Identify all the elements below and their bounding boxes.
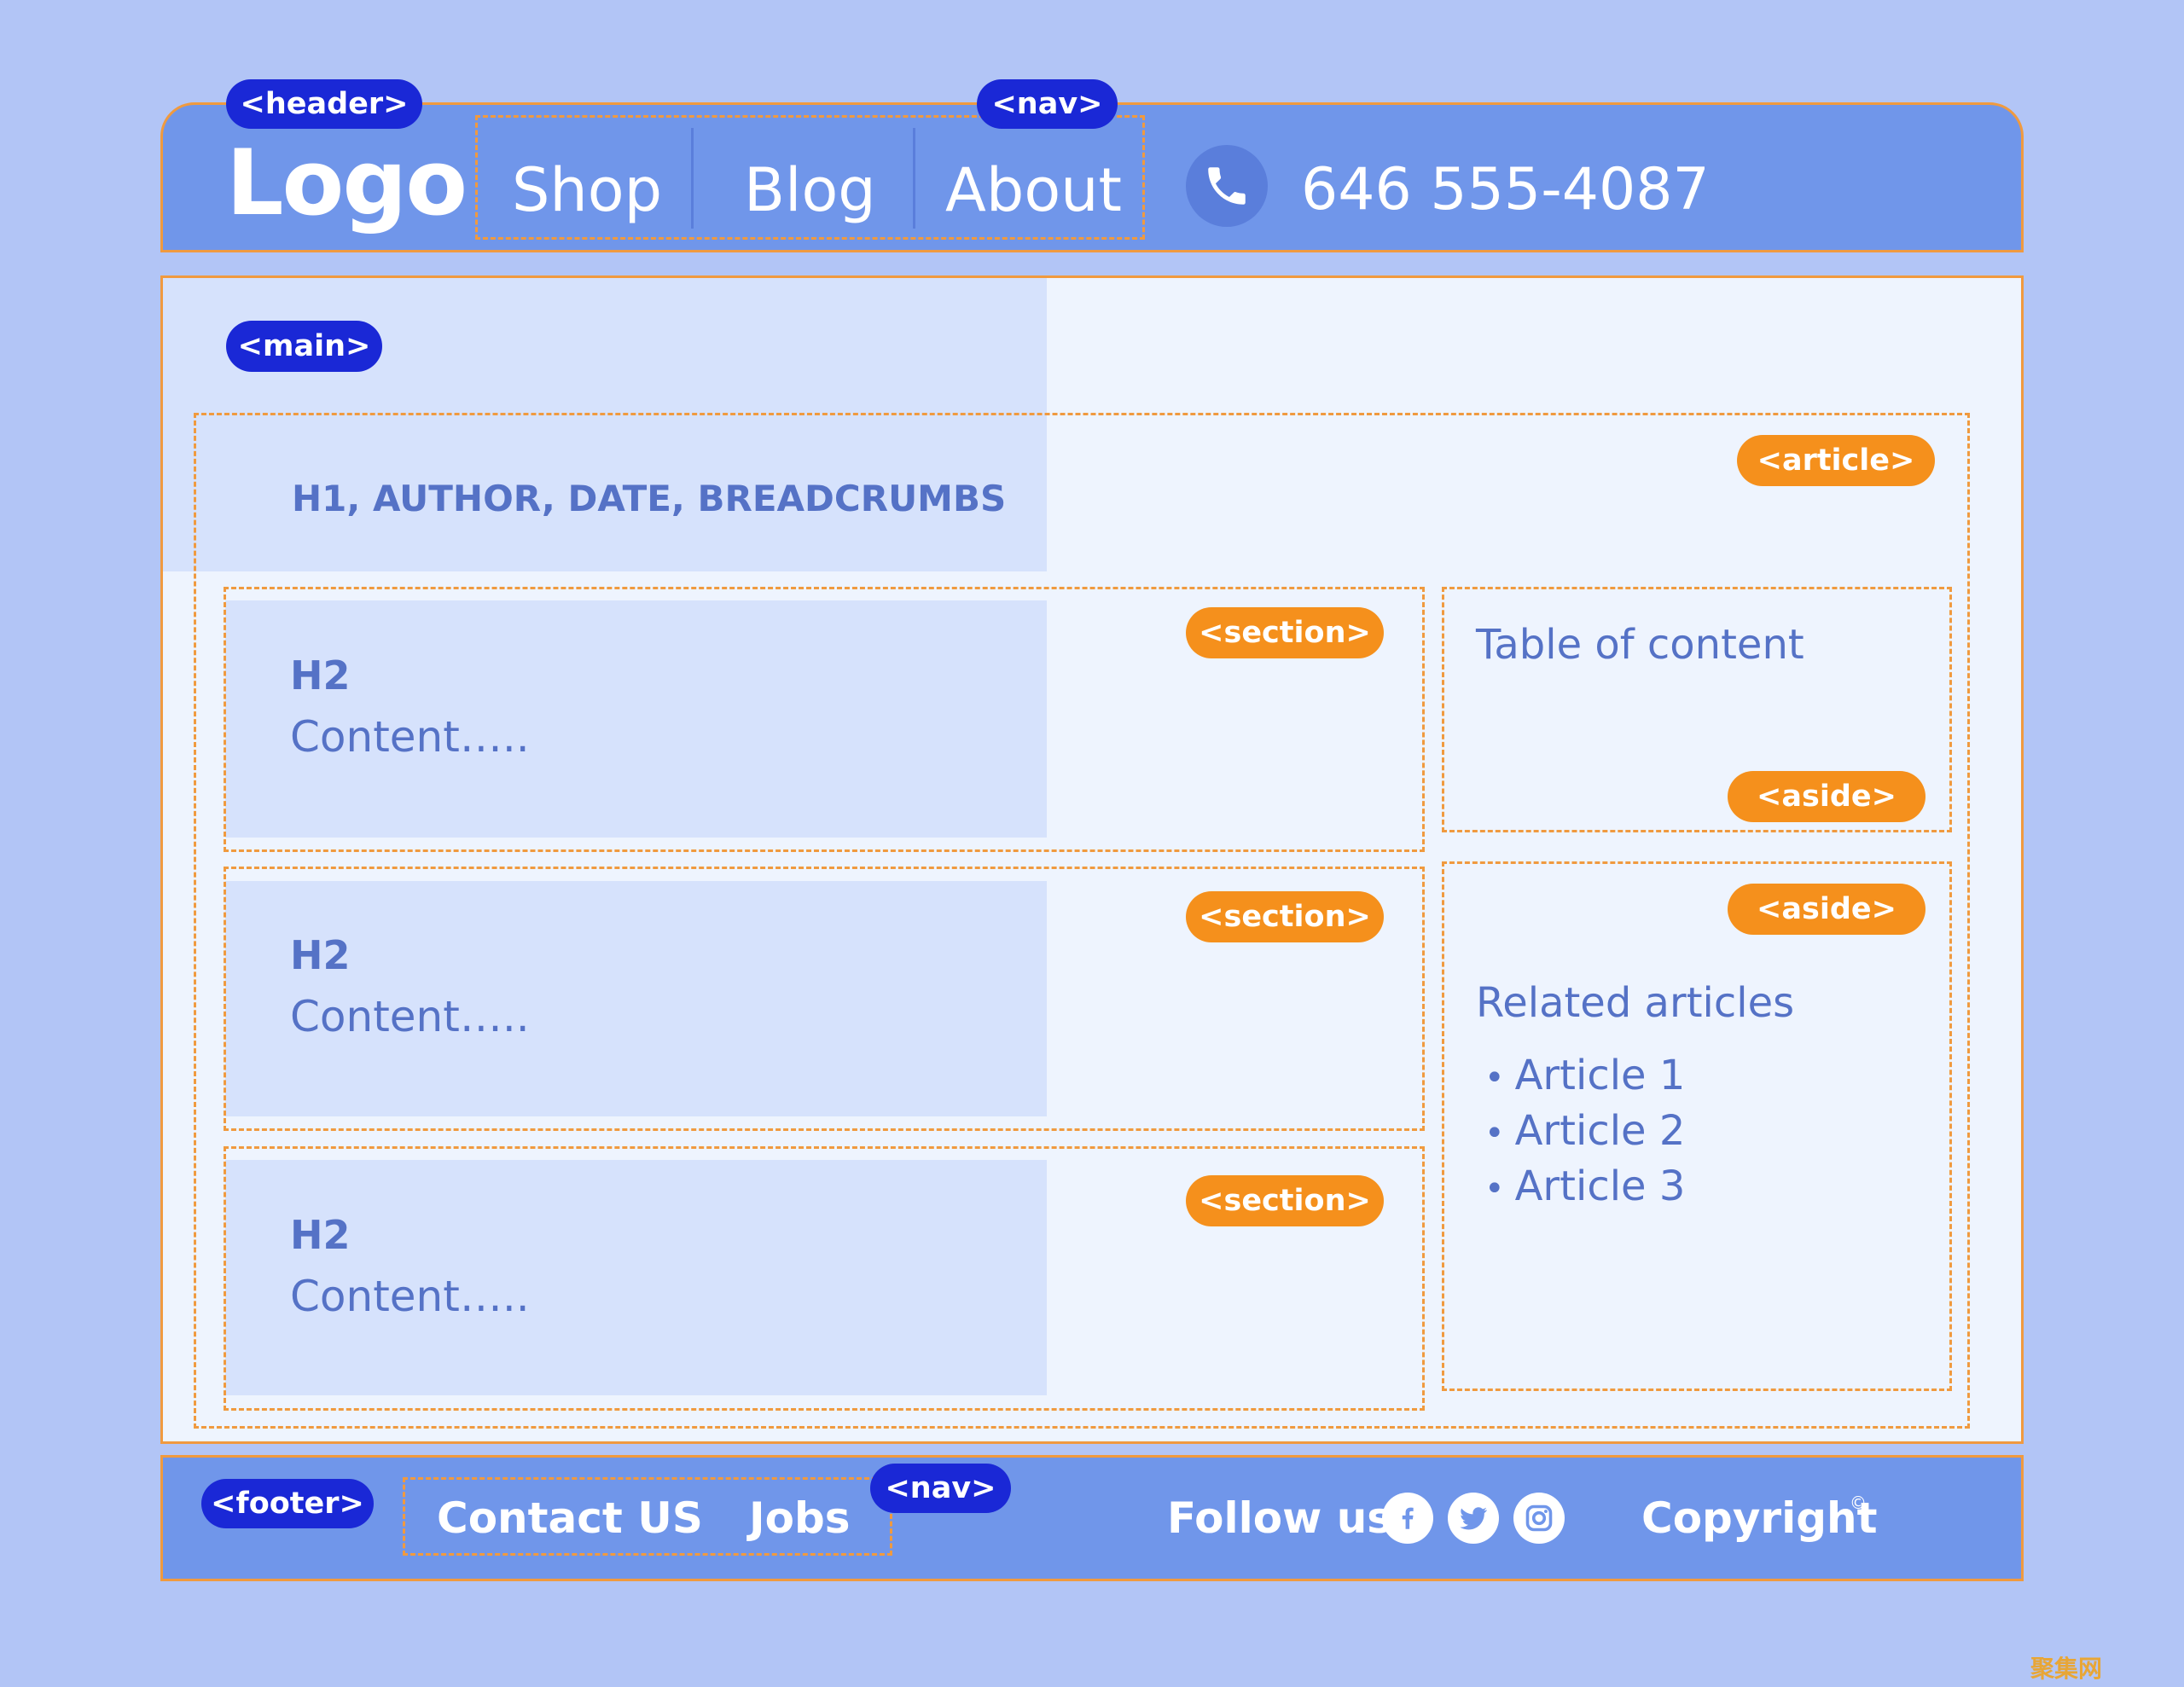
tag-section-3: <section>: [1186, 1175, 1384, 1226]
tag-section-2: <section>: [1186, 891, 1384, 942]
aside-toc-outline: [1442, 587, 1952, 832]
facebook-icon-glyph: [1402, 1507, 1414, 1529]
related-article-link[interactable]: Article 1: [1514, 1052, 1686, 1099]
nav-link-blog[interactable]: Blog: [744, 155, 876, 225]
logo[interactable]: Logo: [226, 130, 468, 235]
section-3-heading: H2: [290, 1212, 351, 1258]
related-article-item[interactable]: •Article 3: [1484, 1162, 1686, 1210]
section-2-highlight: [225, 881, 1047, 1116]
tag-header: <header>: [226, 79, 422, 129]
related-article-item[interactable]: •Article 1: [1484, 1052, 1686, 1099]
related-articles-list: •Article 1 •Article 2 •Article 3: [1484, 1049, 1685, 1215]
section-2-content: Content…..: [290, 992, 530, 1041]
tag-article: <article>: [1737, 435, 1935, 486]
phone-number[interactable]: 646 555-4087: [1301, 156, 1710, 223]
section-1-content: Content…..: [290, 712, 530, 762]
tag-main: <main>: [226, 321, 382, 372]
article-outline: [194, 413, 1970, 1429]
related-articles-title: Related articles: [1476, 979, 1795, 1027]
tag-section-1: <section>: [1186, 607, 1384, 658]
header-nav-outline: [475, 115, 1145, 240]
nav-divider: [913, 128, 915, 229]
instagram-icon-glyph: [1525, 1504, 1553, 1532]
related-article-item[interactable]: •Article 2: [1484, 1107, 1686, 1155]
copyright-label: Copyright: [1641, 1493, 1878, 1543]
footer-nav-outline: [403, 1477, 892, 1556]
instagram-icon[interactable]: [1513, 1493, 1565, 1544]
footer-link-jobs[interactable]: Jobs: [749, 1493, 851, 1543]
section-1-outline: [224, 587, 1425, 852]
nav-link-shop[interactable]: Shop: [512, 155, 663, 225]
section-2-heading: H2: [290, 932, 351, 978]
related-article-link[interactable]: Article 2: [1514, 1107, 1686, 1155]
section-1-highlight: [225, 600, 1047, 838]
section-3-content: Content…..: [290, 1272, 530, 1321]
article-heading: H1, AUTHOR, DATE, BREADCRUMBS: [292, 478, 1007, 519]
footer-bar: [160, 1455, 2024, 1581]
tag-nav-header: <nav>: [977, 79, 1118, 129]
related-article-link[interactable]: Article 3: [1514, 1162, 1686, 1210]
section-1-heading: H2: [290, 652, 351, 699]
twitter-icon[interactable]: [1448, 1493, 1499, 1544]
footer-link-contact[interactable]: Contact US: [437, 1493, 703, 1543]
aside-related-outline: [1442, 861, 1952, 1391]
nav-divider: [691, 128, 694, 229]
watermark: 聚集网: [2030, 1655, 2103, 1683]
section-3-highlight: [225, 1160, 1047, 1395]
phone-icon-glyph: [1208, 167, 1246, 205]
tag-aside-toc: <aside>: [1728, 771, 1926, 822]
follow-us-label: Follow us:: [1167, 1493, 1410, 1543]
phone-icon[interactable]: [1186, 145, 1268, 227]
tag-footer: <footer>: [201, 1479, 374, 1528]
nav-link-about[interactable]: About: [945, 155, 1122, 225]
table-of-content-title: Table of content: [1476, 621, 1804, 669]
section-3-outline: [224, 1146, 1425, 1411]
tag-aside-related: <aside>: [1728, 884, 1926, 935]
facebook-icon[interactable]: [1382, 1493, 1433, 1544]
copyright-symbol: ©: [1850, 1493, 1867, 1513]
tag-nav-footer: <nav>: [870, 1464, 1011, 1513]
twitter-icon-glyph: [1460, 1507, 1487, 1530]
section-2-outline: [224, 867, 1425, 1131]
